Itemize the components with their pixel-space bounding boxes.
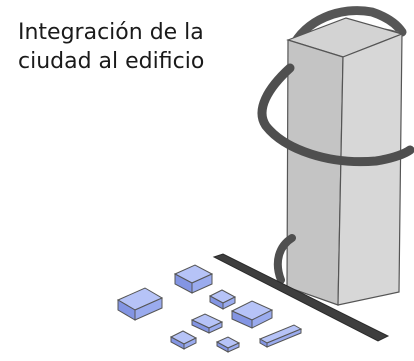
ground-road: [212, 253, 390, 342]
city-block: [230, 300, 274, 329]
city-block: [208, 289, 237, 310]
city-block: [169, 330, 198, 350]
title-line-1: Integración de la: [18, 20, 204, 45]
tower: [286, 17, 404, 306]
city-block: [258, 324, 303, 348]
title-line-2: ciudad al edificio: [18, 49, 205, 74]
spiral-ribbon: [257, 63, 414, 284]
city-block: [116, 287, 164, 321]
city-block: [173, 264, 214, 294]
page-title: Integración de la ciudad al edificio: [18, 18, 204, 76]
city-block: [190, 313, 224, 334]
city-blocks: [116, 264, 303, 353]
city-block: [215, 336, 241, 353]
